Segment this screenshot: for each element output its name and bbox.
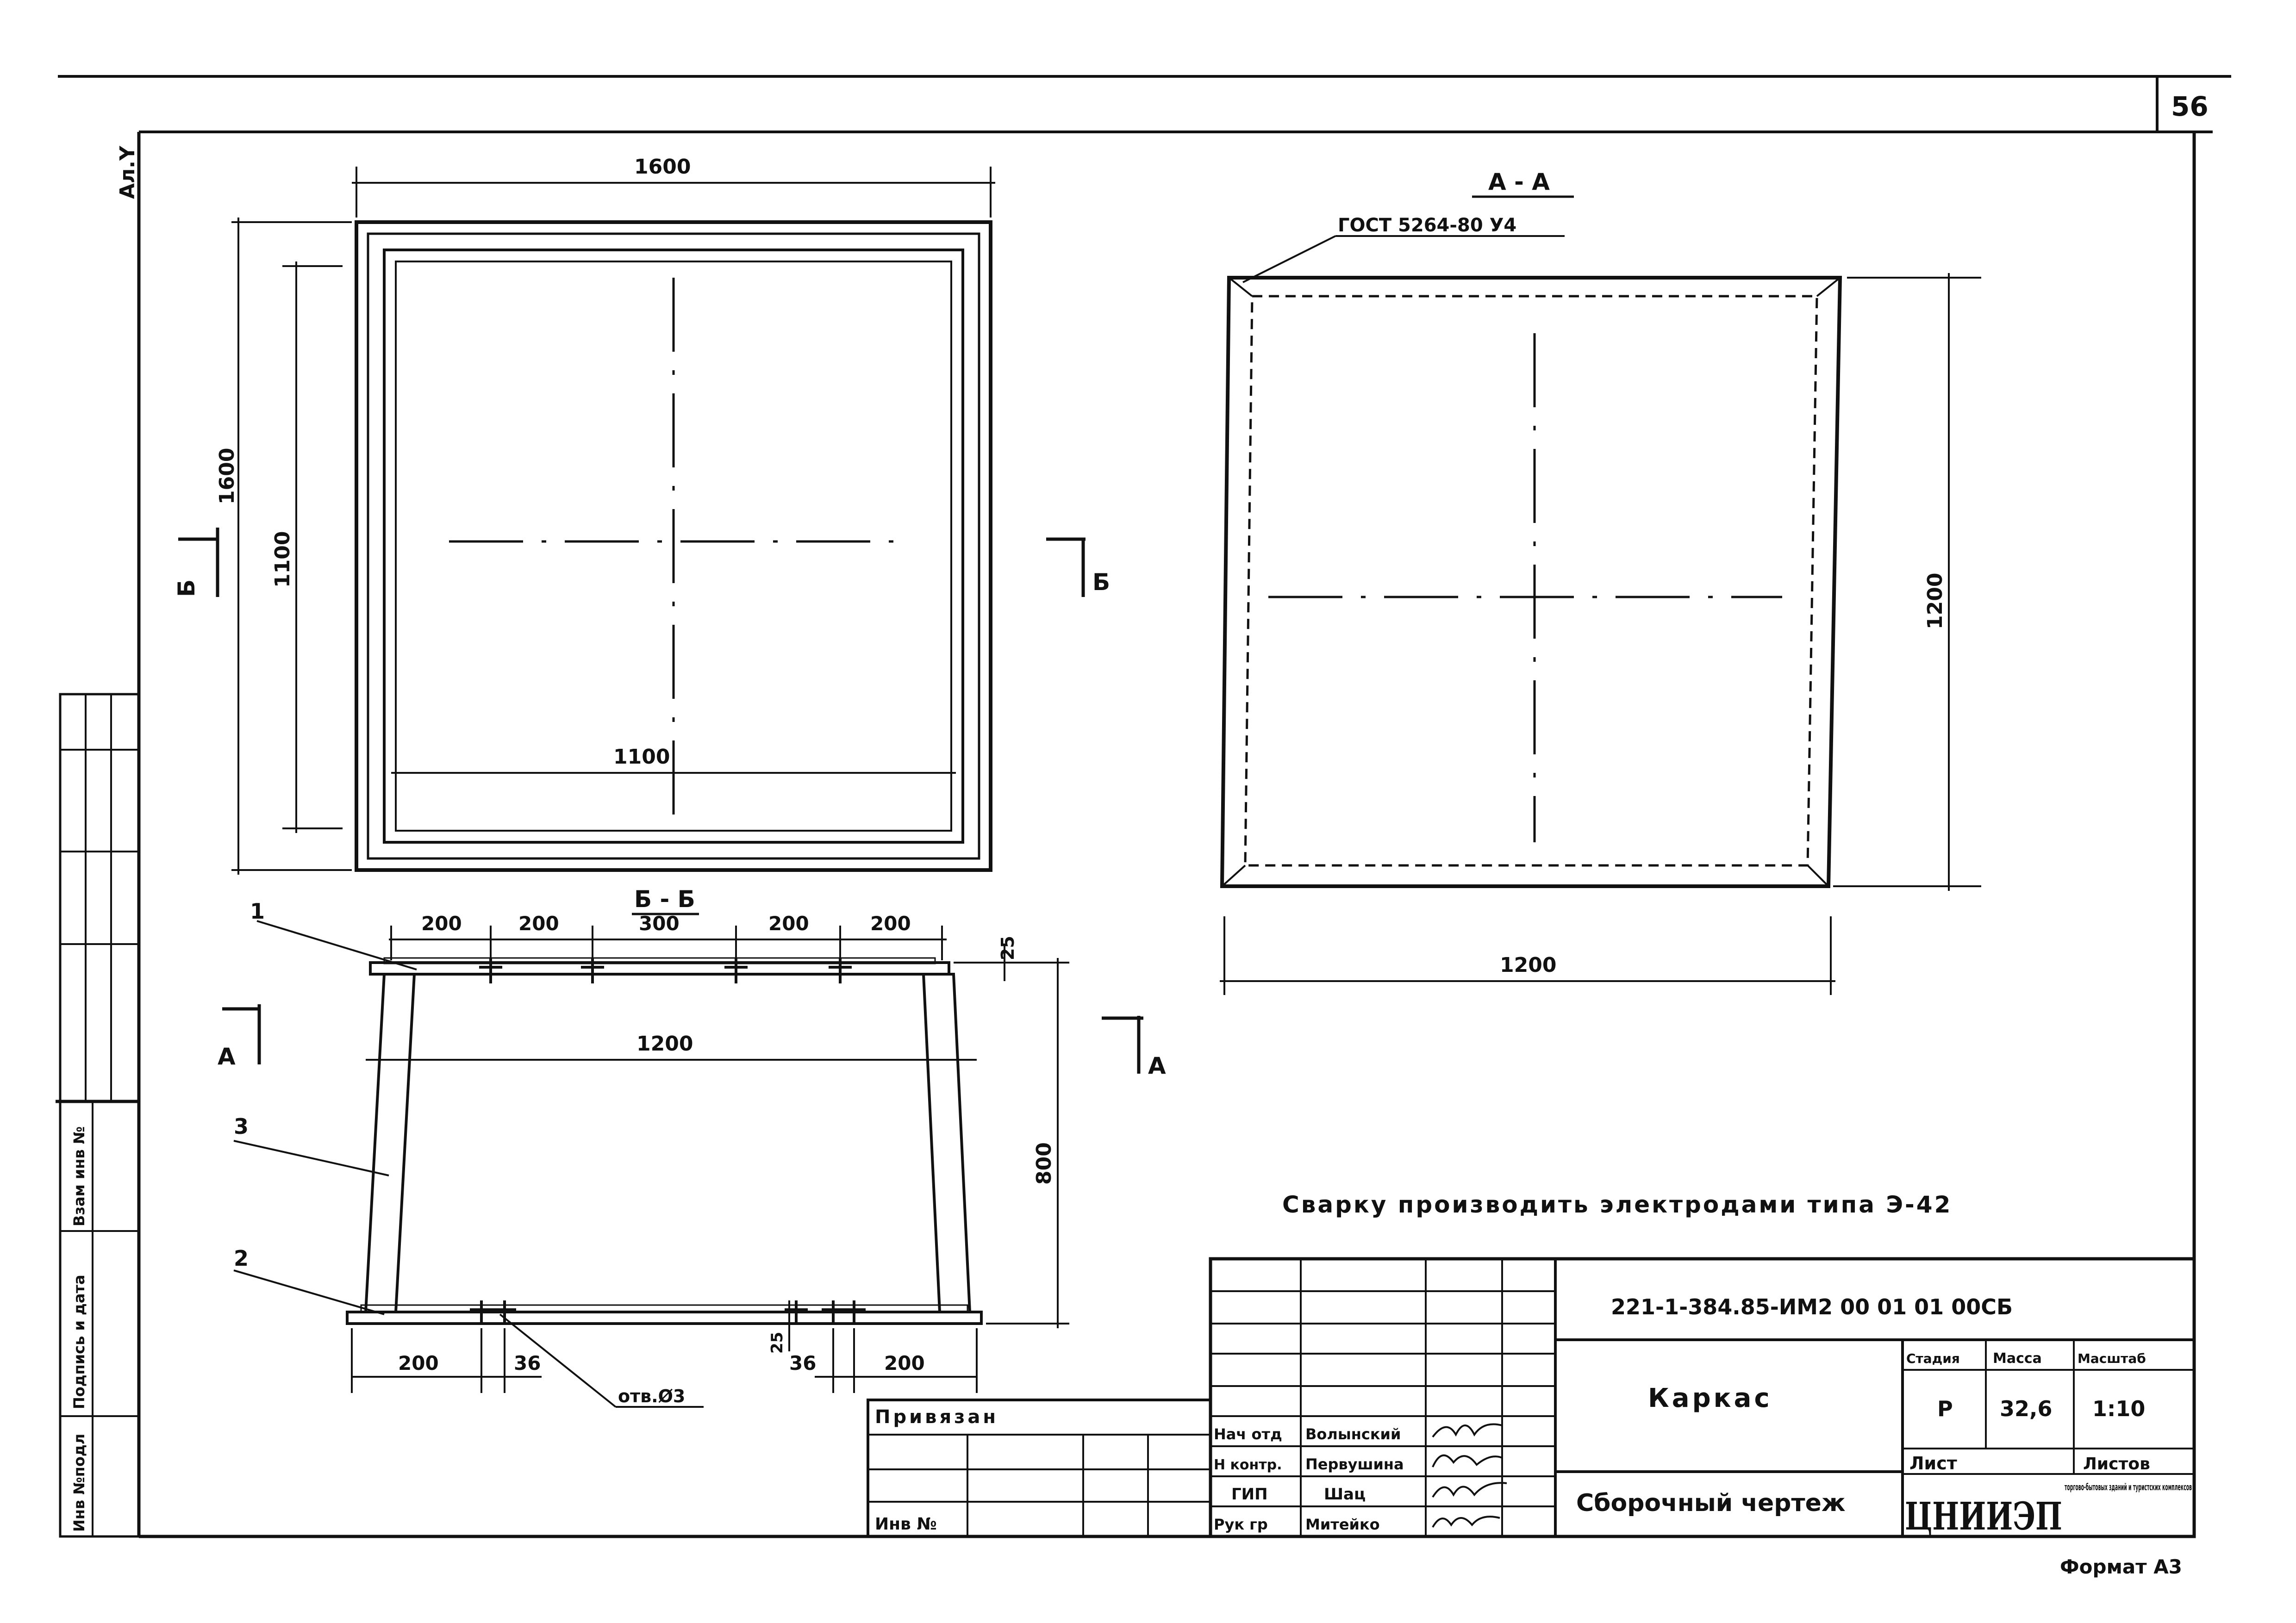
privyazan-title: Привязан: [875, 1406, 998, 1428]
bb-dim-5: 200: [870, 912, 911, 935]
role-2: Н контр.: [1214, 1457, 1282, 1473]
side-stamp-inv-podl: Инв №подл: [70, 1434, 88, 1532]
top-bolts: [479, 958, 852, 983]
section-aa-dim-width: 1200: [1500, 953, 1556, 977]
format-label: Формат А3: [2060, 1555, 2182, 1578]
bb-dim-2: 200: [518, 912, 559, 935]
bb-dim-4: 200: [768, 912, 809, 935]
name-4: Митейко: [1305, 1516, 1380, 1533]
name-3: Шац: [1324, 1485, 1366, 1504]
section-mark-a-left: А: [218, 1043, 236, 1070]
drawing-type: Сборочный чертеж: [1576, 1489, 1846, 1517]
bb-dim-1: 200: [421, 912, 462, 935]
role-1: Нач отд: [1214, 1425, 1282, 1443]
role-4: Рук гр: [1214, 1516, 1268, 1533]
doc-code: 221-1-384.85-ИМ2 00 01 01 00СБ: [1611, 1294, 2013, 1319]
corner-label: Ал.Y: [116, 145, 139, 199]
side-stamp: [56, 693, 140, 1538]
side-stamp-vzam-inv: Взам инв №: [70, 1126, 88, 1226]
scale-header: Масштаб: [2078, 1351, 2146, 1366]
signatures: [1432, 1423, 1507, 1528]
stage-value: Р: [1937, 1396, 1953, 1421]
sheets-header: Листов: [2083, 1455, 2150, 1474]
role-3: ГИП: [1231, 1485, 1268, 1504]
dim-inner-height: 1100: [271, 531, 294, 588]
section-mark-a-right: А: [1148, 1052, 1166, 1079]
title-block: [1209, 1257, 2196, 1538]
welding-note: Сварку производить электродами типа Э-42: [1282, 1191, 1952, 1218]
org-logo: ЦНИИЭП: [1905, 1494, 2062, 1539]
bb-dim-bottom-thickness: 25: [768, 1332, 786, 1354]
view-section-aa: [1220, 195, 1981, 995]
section-mark-b: [178, 528, 1086, 597]
bb-dim-bottom-left: 200: [398, 1352, 439, 1374]
bb-dim-height: 800: [1032, 1142, 1056, 1185]
callout-1: 1: [250, 899, 265, 924]
inv-label: Инв №: [875, 1515, 937, 1534]
bb-dim-top-thickness: 25: [998, 936, 1018, 960]
section-bb-title: Б - Б: [634, 886, 695, 913]
section-aa-dim-height: 1200: [1923, 573, 1947, 629]
dim-overall-width: 1600: [634, 155, 691, 179]
org-desc: торгово-бытовых зданий и туристских комп…: [2065, 1481, 2192, 1492]
dim-overall-height: 1600: [215, 448, 239, 504]
view-top-frame: [355, 220, 992, 872]
side-stamp-podpis-data: Подпись и дата: [70, 1275, 88, 1409]
part-name: Каркас: [1648, 1383, 1772, 1413]
section-mark-b-right: Б: [1092, 569, 1110, 596]
name-1: Волынский: [1305, 1425, 1401, 1443]
section-mark-b-left: Б: [173, 579, 200, 597]
bb-dim-inner-width: 1200: [636, 1032, 693, 1056]
view-section-bb: [222, 913, 1143, 1408]
sheet-number: 56: [2171, 91, 2209, 122]
hole-label: отв.Ø3: [618, 1386, 685, 1406]
stage-header: Стадия: [1906, 1351, 1960, 1366]
sheet-header: Лист: [1909, 1453, 1957, 1474]
section-aa-title: А - А: [1488, 168, 1550, 195]
bb-dim-bottom-right: 200: [884, 1352, 925, 1374]
weld-standard-label: ГОСТ 5264-80 У4: [1338, 215, 1516, 236]
callout-3: 3: [234, 1114, 249, 1139]
name-2: Первушина: [1305, 1455, 1404, 1473]
view-top-dimensions: [231, 167, 995, 875]
dim-inner-width: 1100: [613, 745, 670, 769]
scale-value: 1:10: [2092, 1396, 2145, 1421]
mass-value: 32,6: [2000, 1396, 2053, 1421]
callout-2: 2: [234, 1246, 249, 1271]
bb-dim-bottom-left-small: 36: [514, 1352, 541, 1374]
mass-header: Масса: [1993, 1350, 2042, 1367]
bb-dim-bottom-right-small: 36: [789, 1352, 816, 1374]
bb-dim-3: 300: [639, 912, 680, 935]
